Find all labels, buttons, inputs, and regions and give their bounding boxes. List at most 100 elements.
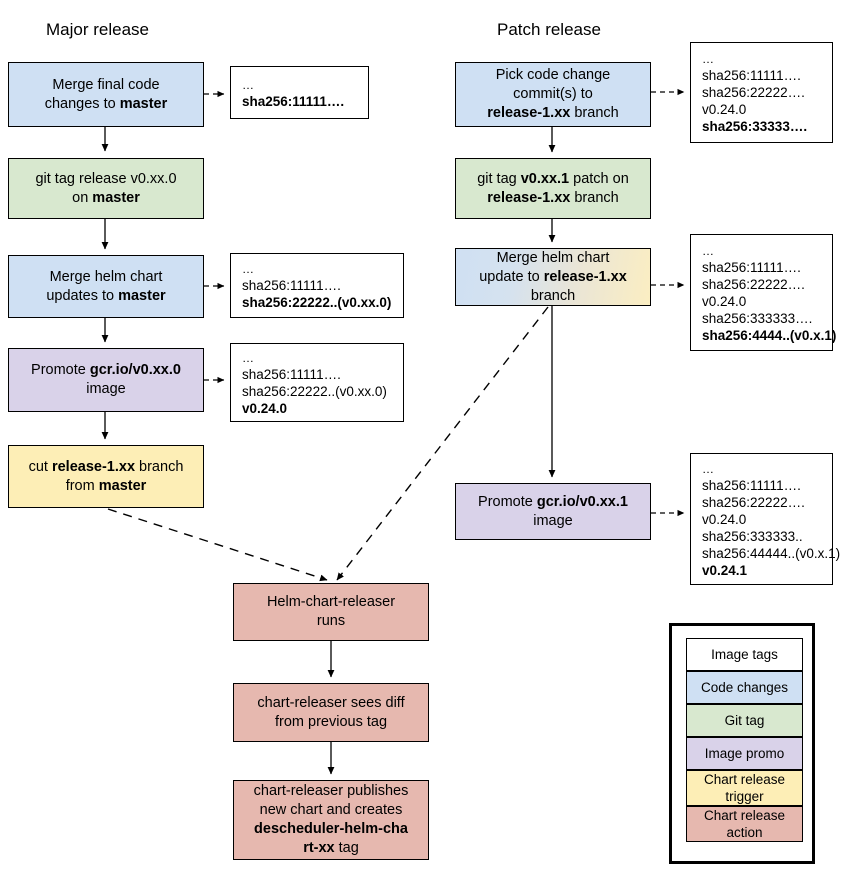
legend-item-label: Image promo	[704, 746, 785, 761]
node-emphasis: master	[119, 95, 168, 112]
node-merge-helm-chart-master[interactable]: Merge helm chart updates to master	[8, 255, 204, 318]
node-line: on	[72, 189, 93, 206]
note-line: sha256:4444..(v0.x.1)	[702, 327, 837, 343]
node-line: changes to	[44, 95, 120, 112]
legend-item-label: Code changes	[700, 680, 789, 695]
node-emphasis: release-1.xx	[487, 189, 571, 206]
node-cut-release-branch[interactable]: cut release-1.xx branch from master	[8, 445, 204, 508]
node-line: Merge helm chart	[496, 249, 610, 266]
legend-item-image-promo[interactable]: Image promo	[686, 737, 803, 770]
node-emphasis: master	[92, 189, 140, 206]
node-emphasis: release-1.xx	[487, 105, 571, 121]
column-title-patch: Patch release	[497, 20, 601, 39]
node-emphasis: release-1.xx	[543, 268, 627, 285]
legend-panel: Image tags Code changes Git tag Image pr…	[669, 623, 815, 864]
node-promote-image-major[interactable]: Promote gcr.io/v0.xx.0 image	[8, 348, 204, 412]
note-line: sha256:333333..	[702, 528, 803, 544]
note-ellipsis: …	[702, 461, 715, 476]
node-emphasis: v0.xx.1	[520, 170, 570, 187]
node-line: Merge final code	[52, 76, 160, 93]
note-line: sha256:22222….	[702, 494, 805, 510]
node-line: branch	[570, 189, 619, 206]
note-line: v0.24.0	[702, 293, 747, 309]
note-line: sha256:22222..(v0.xx.0)	[242, 383, 387, 399]
node-line: chart-releaser publishes	[253, 783, 409, 799]
note-major-1: …sha256:11111….	[230, 66, 369, 119]
legend-item-chart-release-action[interactable]: Chart release action	[686, 806, 803, 842]
note-line: sha256:33333….	[702, 119, 808, 134]
note-ellipsis: …	[242, 77, 255, 92]
node-emphasis: gcr.io/v0.xx.0	[89, 362, 181, 378]
node-line: git tag	[477, 170, 521, 187]
note-line: v0.24.1	[702, 562, 748, 578]
note-line: v0.24.0	[242, 400, 288, 416]
note-line: sha256:11111….	[702, 259, 801, 275]
note-line: v0.24.0	[702, 511, 747, 527]
node-merge-final-code[interactable]: Merge final code changes to master	[8, 62, 204, 127]
legend-item-label: Git tag	[724, 713, 765, 728]
note-line: sha256:11111….	[242, 93, 345, 109]
note-line: sha256:11111….	[702, 68, 801, 83]
note-line: sha256:11111….	[242, 278, 341, 293]
node-emphasis: descheduler-helm-cha	[254, 821, 408, 837]
legend-item-image-tags[interactable]: Image tags	[686, 638, 803, 671]
node-line: image	[86, 381, 126, 397]
node-line: update to	[479, 268, 544, 285]
node-line: branch	[530, 287, 576, 304]
node-line: branch	[570, 105, 619, 121]
note-line: sha256:44444..(v0.x.1)	[702, 545, 841, 561]
note-line: v0.24.0	[702, 102, 747, 117]
legend-item-label: Chart release trigger	[703, 772, 786, 804]
node-line: tag	[334, 840, 359, 856]
note-line: sha256:22222..(v0.xx.0)	[242, 295, 392, 310]
legend-item-git-tag[interactable]: Git tag	[686, 704, 803, 737]
node-line: Promote	[31, 362, 90, 378]
legend-item-chart-release-trigger[interactable]: Chart release trigger	[686, 770, 803, 806]
note-ellipsis: …	[242, 350, 255, 365]
node-merge-helm-chart-release-branch[interactable]: Merge helm chart update to release-1.xx …	[455, 248, 651, 306]
node-line: runs	[316, 613, 346, 629]
node-line: commit(s) to	[513, 86, 593, 102]
note-ellipsis: …	[242, 262, 255, 276]
node-line: updates to	[46, 287, 119, 304]
note-line: sha256:11111….	[242, 366, 341, 382]
node-chart-releaser-sees-diff[interactable]: chart-releaser sees diff from previous t…	[233, 683, 429, 742]
node-line: Merge helm chart	[49, 268, 163, 285]
node-line: Helm-chart-releaser	[266, 594, 396, 610]
node-line: git tag release v0.xx.0	[35, 170, 177, 187]
note-line: sha256:333333….	[702, 310, 813, 326]
node-line: cut	[28, 458, 52, 475]
node-emphasis: master	[98, 477, 147, 494]
node-emphasis: release-1.xx	[51, 458, 136, 475]
note-line: sha256:22222….	[702, 276, 805, 292]
node-emphasis: rt-xx	[303, 840, 335, 856]
node-chart-releaser-publishes[interactable]: chart-releaser publishes new chart and c…	[233, 780, 429, 860]
note-ellipsis: …	[702, 243, 715, 258]
node-line: image	[533, 512, 573, 529]
node-line: new chart and creates	[259, 802, 403, 818]
node-git-tag-patch[interactable]: git tag v0.xx.1 patch on release-1.xx br…	[455, 158, 651, 219]
arrow-trigger-from-cut-branch	[107, 508, 328, 582]
node-line: from previous tag	[274, 713, 388, 730]
node-line: Pick code change	[495, 67, 611, 83]
node-promote-image-patch[interactable]: Promote gcr.io/v0.xx.1 image	[455, 483, 651, 540]
node-emphasis: master	[118, 287, 166, 304]
note-line: sha256:11111….	[702, 477, 801, 493]
node-helm-chart-releaser-runs[interactable]: Helm-chart-releaser runs	[233, 583, 429, 641]
node-line: chart-releaser sees diff	[257, 694, 405, 711]
node-line: branch	[135, 458, 184, 475]
node-line: Promote	[478, 493, 537, 510]
node-pick-code-change[interactable]: Pick code change commit(s) to release-1.…	[455, 62, 651, 127]
node-line: patch on	[569, 170, 629, 187]
legend-item-label: Chart release action	[703, 808, 786, 840]
column-title-major: Major release	[46, 20, 149, 39]
legend-item-code-changes[interactable]: Code changes	[686, 671, 803, 704]
node-line: from	[65, 477, 99, 494]
note-line: sha256:22222….	[702, 85, 805, 100]
note-major-2: … sha256:11111…. sha256:22222..(v0.xx.0)	[230, 253, 404, 318]
note-major-3: …sha256:11111….sha256:22222..(v0.xx.0)v0…	[230, 343, 404, 422]
node-emphasis: gcr.io/v0.xx.1	[536, 493, 628, 510]
node-git-tag-release[interactable]: git tag release v0.xx.0 on master	[8, 158, 204, 219]
